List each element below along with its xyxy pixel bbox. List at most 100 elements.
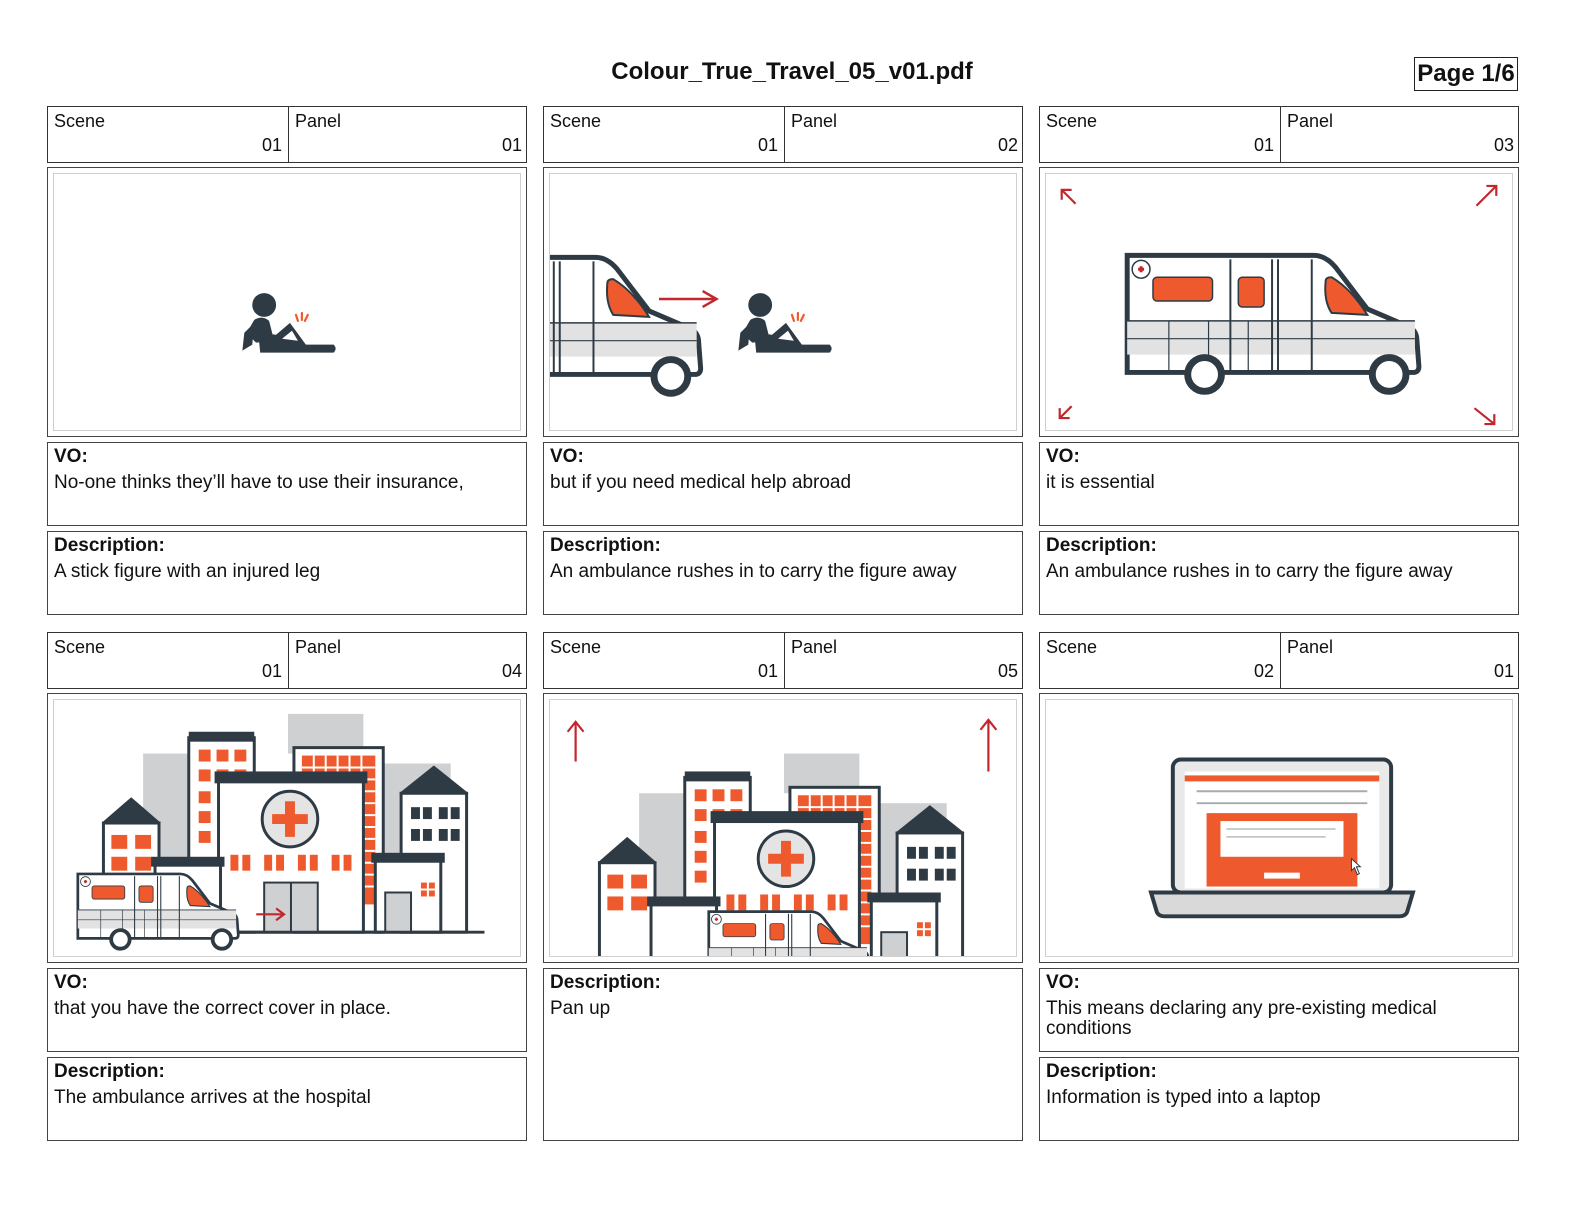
vo-text: This means declaring any pre-existing me…	[1046, 998, 1437, 1039]
scene-label: Scene	[550, 637, 602, 657]
panel-cell: Panel 04	[288, 633, 528, 688]
vo-box: VO: it is essential	[1039, 442, 1519, 526]
description-label: Description:	[54, 1061, 165, 1082]
panel-header: Scene 02 Panel 01	[1039, 632, 1519, 689]
description-text: Pan up	[550, 998, 611, 1019]
panel-header: Scene 01 Panel 02	[543, 106, 1023, 163]
panel-frame	[1039, 693, 1519, 963]
panel-label: Panel	[295, 637, 342, 657]
vo-box: VO: This means declaring any pre-existin…	[1039, 968, 1519, 1052]
description-box: Description: The ambulance arrives at th…	[47, 1057, 527, 1141]
panel-number: 01	[1493, 661, 1514, 681]
description-text: An ambulance rushes in to carry the figu…	[550, 561, 957, 582]
description-label: Description:	[1046, 535, 1157, 556]
vo-label: VO:	[1046, 446, 1080, 467]
description-box: Description: A stick figure with an inju…	[47, 531, 527, 615]
panel-cell: Panel 01	[288, 107, 528, 162]
vo-box: VO: that you have the correct cover in p…	[47, 968, 527, 1052]
scene-label: Scene	[54, 637, 106, 657]
description-text: A stick figure with an injured leg	[54, 561, 321, 582]
panel-label: Panel	[1287, 111, 1334, 131]
panel-frame	[1039, 167, 1519, 437]
scene-cell: Scene 01	[48, 633, 288, 688]
panel-number: 05	[997, 661, 1018, 681]
panel-cell: Panel 02	[784, 107, 1024, 162]
pan-up-arrows-icon	[566, 718, 998, 772]
ambulance-approach-illustration	[550, 174, 833, 430]
ambulance-zoom-illustration	[1058, 184, 1498, 426]
panel-cell: Panel 03	[1280, 107, 1520, 162]
panel-number: 03	[1493, 135, 1514, 155]
panel-label: Panel	[295, 111, 342, 131]
panel-frame	[47, 693, 527, 963]
panel-frame	[47, 167, 527, 437]
description-box: Description: Pan up	[543, 968, 1023, 1141]
panel-label: Panel	[791, 111, 838, 131]
panel-cell: Panel 01	[1280, 633, 1520, 688]
description-box: Description: An ambulance rushes in to c…	[543, 531, 1023, 615]
injured-figure-illustration	[241, 291, 337, 354]
description-label: Description:	[550, 535, 661, 556]
vo-text: No-one thinks they’ll have to use their …	[54, 472, 464, 493]
vo-box: VO: No-one thinks they’ll have to use th…	[47, 442, 527, 526]
vo-label: VO:	[54, 446, 88, 467]
panel-header: Scene 01 Panel 04	[47, 632, 527, 689]
scene-number: 01	[757, 661, 778, 681]
vo-text: that you have the correct cover in place…	[54, 998, 391, 1019]
laptop-icon	[1148, 757, 1416, 919]
description-label: Description:	[54, 535, 165, 556]
description-box: Description: Information is typed into a…	[1039, 1057, 1519, 1141]
scene-number: 01	[261, 135, 282, 155]
vo-label: VO:	[1046, 972, 1080, 993]
scene-label: Scene	[1046, 637, 1098, 657]
description-box: Description: An ambulance rushes in to c…	[1039, 531, 1519, 615]
description-text: Information is typed into a laptop	[1046, 1087, 1321, 1108]
description-text: The ambulance arrives at the hospital	[54, 1087, 371, 1108]
scene-number: 02	[1253, 661, 1274, 681]
panel-cell: Panel 05	[784, 633, 1024, 688]
scene-number: 01	[1253, 135, 1274, 155]
scene-label: Scene	[54, 111, 106, 131]
page-indicator: Page 1/6	[1414, 57, 1518, 91]
illustration-hospital	[53, 699, 521, 957]
motion-arrow-icon	[256, 907, 286, 922]
illustration-hospital-pan	[549, 699, 1017, 957]
illustration-ambulance-approach	[549, 173, 1017, 431]
panel-number: 01	[501, 135, 522, 155]
panel-label: Panel	[791, 637, 838, 657]
vo-text: it is essential	[1046, 472, 1155, 493]
illustration-laptop	[1045, 699, 1513, 957]
illustration-injured-figure	[53, 173, 521, 431]
scene-cell: Scene 01	[544, 633, 784, 688]
panel-frame	[543, 693, 1023, 963]
hospital-pan-illustration	[566, 718, 998, 956]
scene-cell: Scene 01	[48, 107, 288, 162]
scene-label: Scene	[550, 111, 602, 131]
vo-label: VO:	[54, 972, 88, 993]
vo-text: but if you need medical help abroad	[550, 472, 852, 493]
scene-number: 01	[261, 661, 282, 681]
motion-arrow-icon	[658, 290, 720, 309]
cursor-icon	[1350, 857, 1362, 876]
scene-number: 01	[757, 135, 778, 155]
panel-number: 02	[997, 135, 1018, 155]
description-text: An ambulance rushes in to carry the figu…	[1046, 561, 1453, 582]
scene-cell: Scene 02	[1040, 633, 1280, 688]
panel-header: Scene 01 Panel 03	[1039, 106, 1519, 163]
scene-cell: Scene 01	[1040, 107, 1280, 162]
laptop-illustration	[1148, 757, 1416, 919]
zoom-out-arrows-icon	[1058, 184, 1498, 426]
document-title: Colour_True_Travel_05_v01.pdf	[611, 58, 973, 85]
panel-label: Panel	[1287, 637, 1334, 657]
illustration-ambulance-zoom	[1045, 173, 1513, 431]
panel-frame	[543, 167, 1023, 437]
hospital-illustration	[75, 700, 485, 951]
panel-header: Scene 01 Panel 01	[47, 106, 527, 163]
description-label: Description:	[550, 972, 661, 993]
scene-label: Scene	[1046, 111, 1098, 131]
panel-number: 04	[501, 661, 522, 681]
description-label: Description:	[1046, 1061, 1157, 1082]
scene-cell: Scene 01	[544, 107, 784, 162]
vo-box: VO: but if you need medical help abroad	[543, 442, 1023, 526]
vo-label: VO:	[550, 446, 584, 467]
